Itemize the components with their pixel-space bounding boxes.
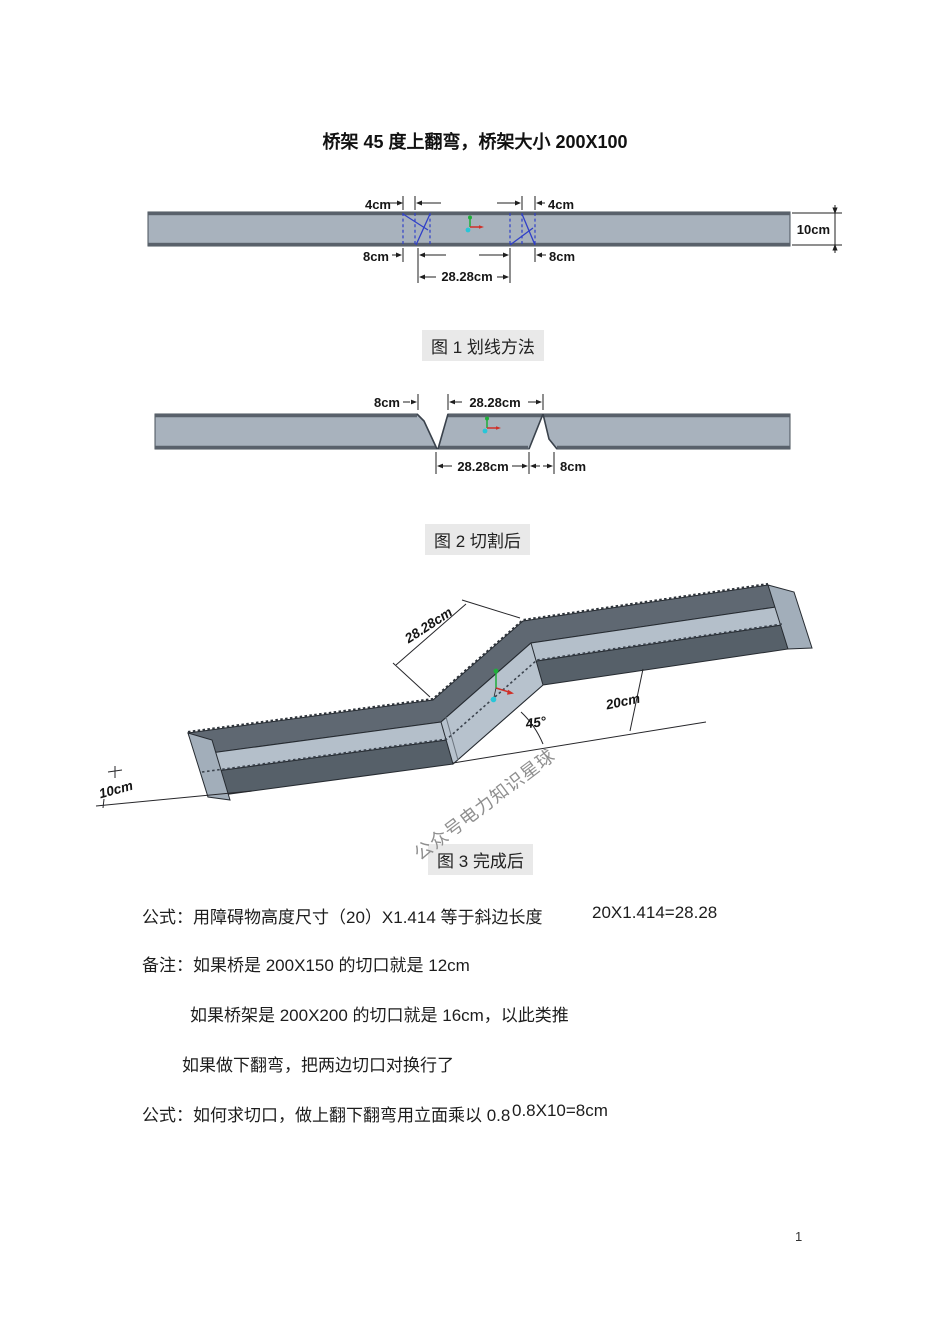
note-remark-200x150: 备注：如果桥是 200X150 的切口就是 12cm — [142, 956, 470, 975]
note-remark-down-bend: 如果做下翻弯，把两边切口对换行了 — [182, 1056, 454, 1075]
fig1-dim-4cm-left: 4cm — [365, 197, 391, 212]
note-formula-cut-calc: 0.8X10=8cm — [512, 1101, 608, 1120]
fig2-dimensions: 8cm 28.28cm 28.28cm 8 — [374, 394, 586, 474]
fig1-blue-cut-marks — [402, 213, 536, 246]
figure2-cut-drawing: 8cm 28.28cm 28.28cm 8 — [154, 394, 791, 474]
figure1-caption: 图 1 划线方法 — [422, 330, 544, 361]
fig2-dim-8cm-top: 8cm — [374, 395, 400, 410]
fig2-tray-pieces — [154, 413, 791, 450]
fig3-axis-triad — [490, 668, 514, 703]
note-formula-hypotenuse: 公式：用障碍物高度尺寸（20）X1.414 等于斜边长度 — [142, 908, 543, 927]
fig2-dim-span-top: 28.28cm — [469, 395, 520, 410]
figure3-caption: 图 3 完成后 — [428, 844, 533, 875]
note-formula-cut: 公式：如何求切口，做上翻下翻弯用立面乘以 0.8 — [142, 1106, 511, 1125]
note-remark-200x200: 如果桥架是 200X200 的切口就是 16cm，以此类推 — [190, 1006, 569, 1025]
figure1-marking-drawing: 4cm 4cm 8cm — [147, 196, 842, 284]
fig1-dim-4cm-right: 4cm — [548, 197, 574, 212]
fig3-tray-body — [187, 582, 813, 801]
fig3-dim-rise: 20cm — [603, 691, 641, 713]
fig1-dim-8cm-right: 8cm — [549, 249, 575, 264]
fig1-axis-triad — [465, 215, 484, 233]
figure2-caption: 图 2 切割后 — [425, 524, 530, 555]
fig2-dim-span-bottom: 28.28cm — [457, 459, 508, 474]
fig1-dim-span: 28.28cm — [441, 269, 492, 284]
fig3-dim-depth: 10cm — [97, 778, 134, 801]
fig2-dim-8cm-bottom: 8cm — [560, 459, 586, 474]
fig1-dim-10cm: 10cm — [797, 222, 830, 237]
figure3-3d-drawing: 28.28cm 45° 20cm 10cm — [95, 582, 813, 809]
page-number: 1 — [795, 1229, 803, 1244]
page-title: 桥架 45 度上翻弯，桥架大小 200X100 — [322, 132, 628, 152]
note-formula-hypotenuse-calc: 20X1.414=28.28 — [592, 903, 718, 922]
fig1-dim-8cm-left: 8cm — [363, 249, 389, 264]
fig1-dimensions: 4cm 4cm 8cm — [363, 196, 842, 284]
fig2-axis-triad — [482, 416, 501, 434]
fig3-dim-slope: 28.28cm — [401, 604, 455, 646]
fig3-dim-angle: 45° — [524, 714, 548, 732]
